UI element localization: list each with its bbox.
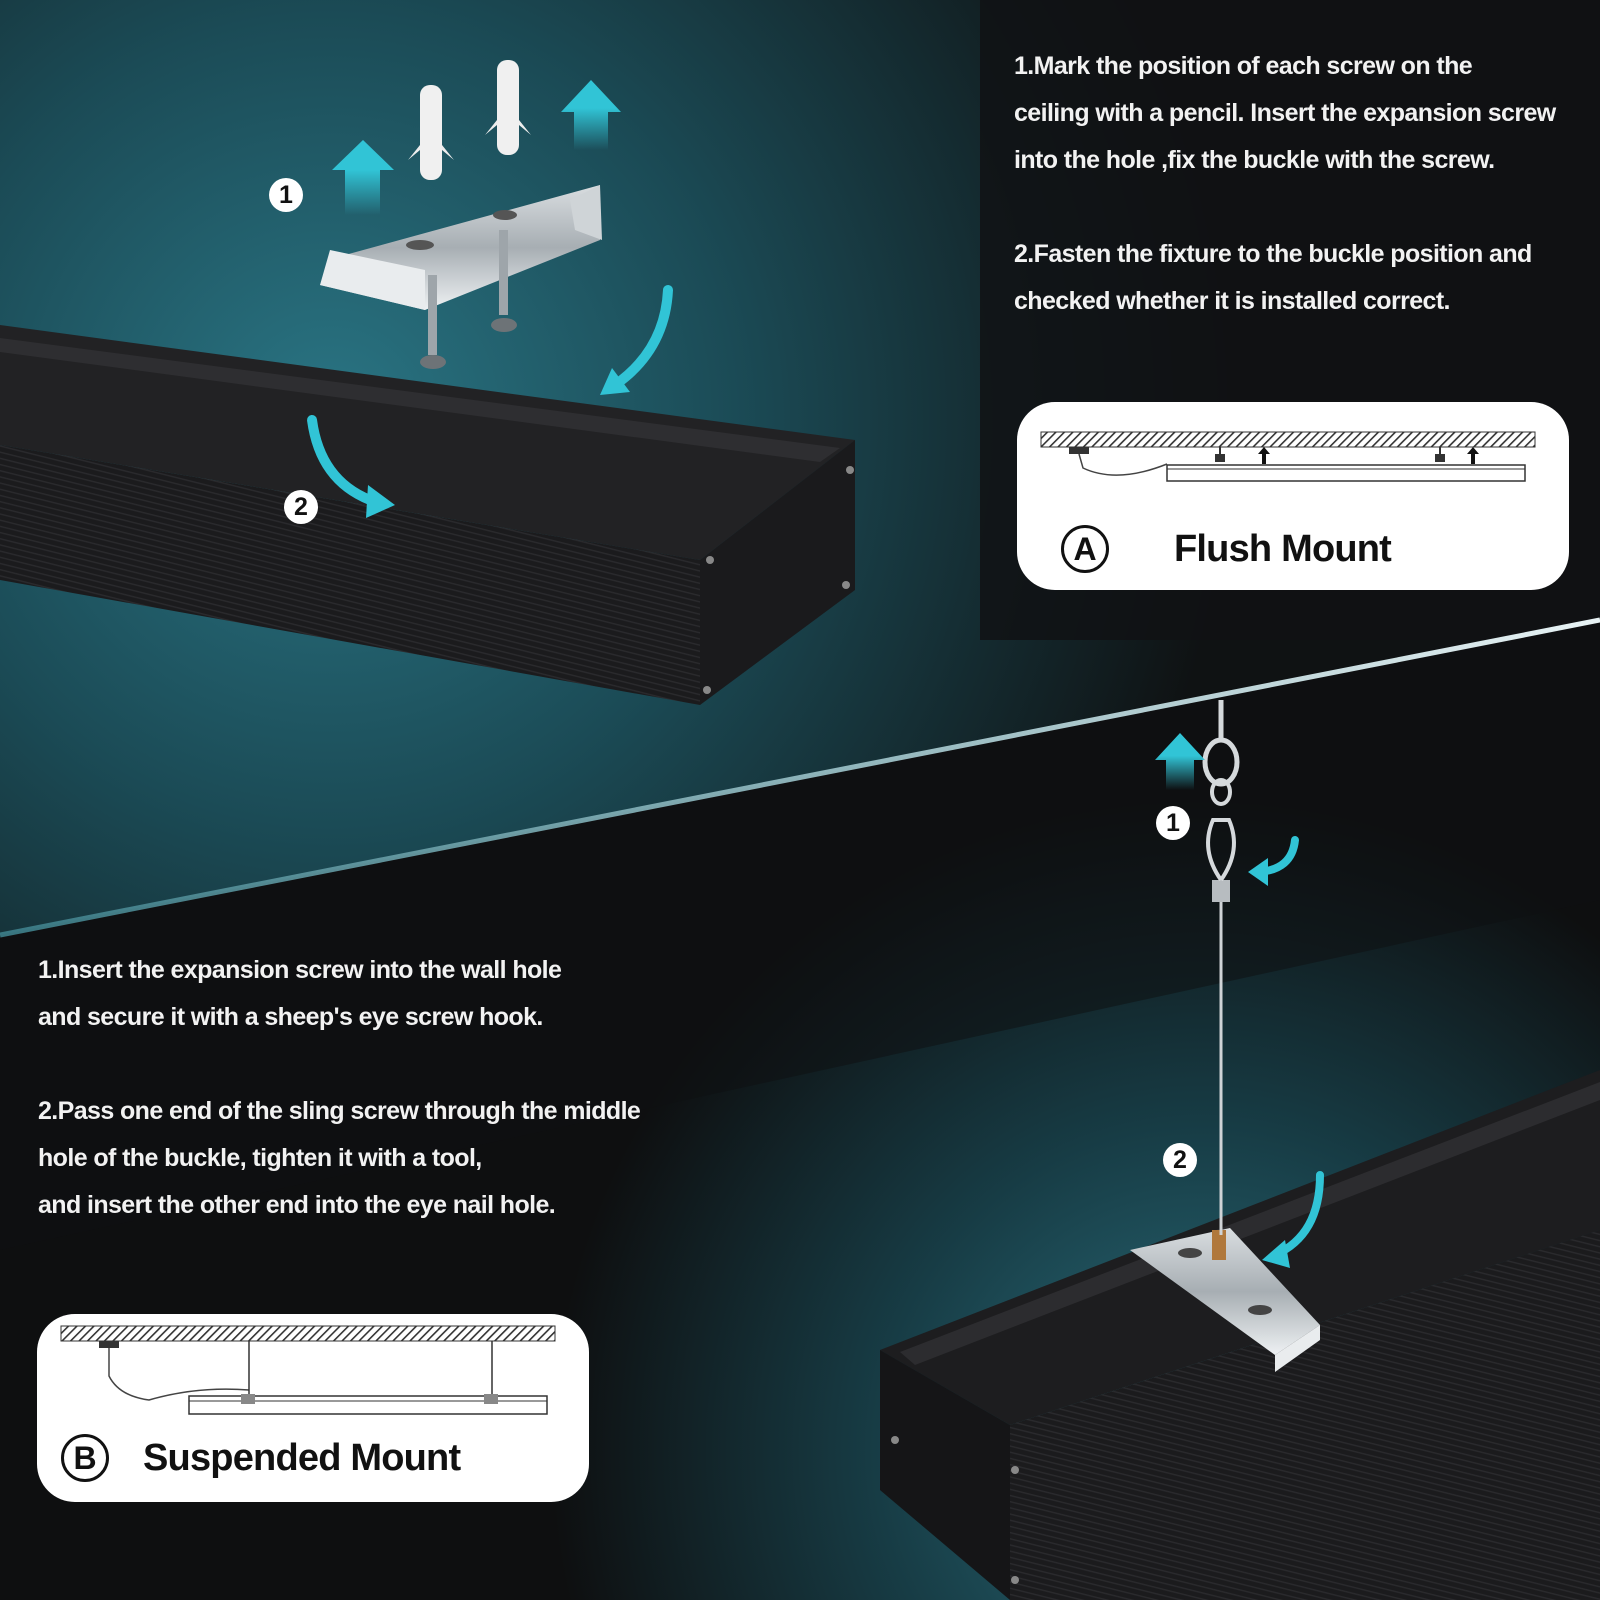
suspended-step-1-line-2: and secure it with a sheep's eye screw h… xyxy=(38,1003,543,1031)
suspended-mount-label: Suspended Mount xyxy=(143,1437,461,1479)
flush-screws xyxy=(420,230,517,369)
flush-mount-label: Flush Mount xyxy=(1174,528,1392,570)
suspended-mount-letter: B xyxy=(61,1434,109,1482)
flush-step-2-line-2: checked whether it is installed correct. xyxy=(1014,287,1450,315)
flush-callout-2: 2 xyxy=(284,490,318,524)
flush-step-1-line-3: into the hole ,fix the buckle with the s… xyxy=(1014,146,1495,174)
flush-mount-card: A Flush Mount xyxy=(1017,402,1569,590)
suspended-step-2-line-1: 2.Pass one end of the sling screw throug… xyxy=(38,1097,641,1125)
suspended-callout-1: 1 xyxy=(1156,806,1190,840)
flush-bracket xyxy=(320,185,602,310)
flush-curved-arrows xyxy=(307,285,673,505)
suspended-callout-2: 2 xyxy=(1163,1143,1197,1177)
flush-step-2-line-1: 2.Fasten the fixture to the buckle posit… xyxy=(1014,240,1532,268)
flush-mount-letter: A xyxy=(1061,525,1109,573)
flush-instructions: 1.Mark the position of each screw on the… xyxy=(1014,43,1589,325)
diagonal-divider xyxy=(0,617,1600,938)
suspended-up-arrow xyxy=(1155,733,1205,790)
suspended-step-1-line-1: 1.Insert the expansion screw into the wa… xyxy=(38,956,562,984)
flush-up-arrows xyxy=(332,80,621,215)
suspended-step-2-line-3: and insert the other end into the eye na… xyxy=(38,1191,556,1219)
flush-step-1-line-1: 1.Mark the position of each screw on the xyxy=(1014,52,1473,80)
wall-anchors xyxy=(408,60,531,180)
hanging-cable xyxy=(1202,700,1240,1235)
flush-fixture xyxy=(0,325,855,705)
suspended-mount-diagram xyxy=(60,1325,556,1415)
suspended-step-2-line-2: hole of the buckle, tighten it with a to… xyxy=(38,1144,482,1172)
suspended-bracket xyxy=(1130,1228,1320,1372)
flush-mount-diagram xyxy=(1040,431,1536,482)
flush-callout-1: 1 xyxy=(269,178,303,212)
flush-step-1-line-2: ceiling with a pencil. Insert the expans… xyxy=(1014,99,1556,127)
suspended-instructions: 1.Insert the expansion screw into the wa… xyxy=(38,947,698,1229)
suspended-mount-card: B Suspended Mount xyxy=(37,1314,589,1502)
